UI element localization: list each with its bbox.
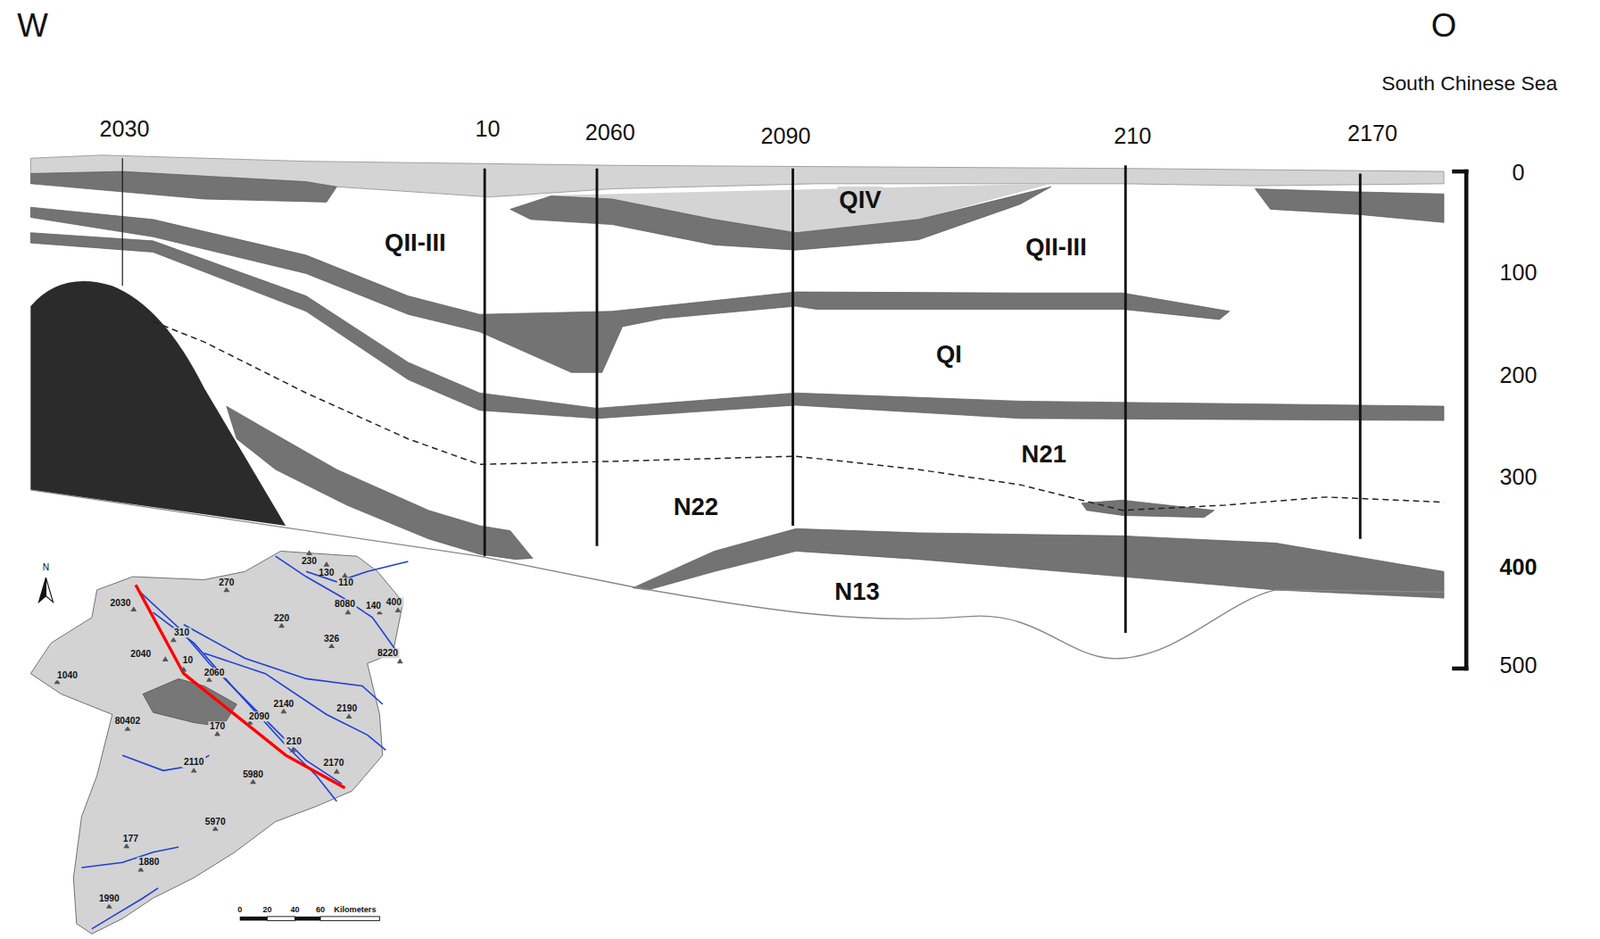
map-station: 270: [216, 577, 236, 588]
station-marker: [323, 561, 330, 567]
map-station: 5970: [203, 816, 228, 827]
north-arrow-outline: [45, 577, 53, 602]
station-marker: [162, 655, 169, 662]
depth-value: 300: [1500, 464, 1538, 490]
map-station: 2060: [202, 667, 227, 678]
direction-label: W: [16, 7, 49, 43]
layer-name: N21: [1019, 440, 1069, 468]
depth-scale: [1451, 169, 1468, 671]
map-station: 2040: [128, 648, 153, 659]
layer-name: QI: [934, 340, 964, 368]
well-number: 2090: [761, 124, 812, 150]
station-marker: [395, 606, 402, 613]
well-number: 2170: [1347, 121, 1398, 147]
map-station: 1880: [137, 857, 162, 868]
map-station: 2170: [321, 758, 346, 769]
scale-bar: [240, 916, 381, 921]
rivers: [81, 555, 408, 929]
well-number: 2060: [585, 120, 636, 146]
map-station: 2140: [271, 698, 296, 709]
map-station: 1990: [97, 894, 122, 904]
station-marker: [190, 767, 198, 773]
wells: [122, 157, 1360, 633]
map-station: 140: [364, 601, 383, 612]
section-line: [135, 584, 345, 788]
layer-name: N22: [671, 493, 721, 521]
well-number: 2030: [99, 116, 150, 142]
depth-value: 500: [1500, 653, 1538, 679]
map-station: 170: [207, 721, 227, 732]
layer-name: QII-III: [382, 229, 448, 257]
map-station: 2110: [182, 757, 206, 768]
scale-value: 60: [315, 904, 325, 914]
stations: [54, 549, 404, 908]
map-station: 10: [181, 654, 195, 665]
north-label: N: [42, 562, 50, 573]
depth-value: 0: [1512, 161, 1526, 187]
map-station: 400: [384, 596, 404, 607]
well-number: 10: [475, 116, 501, 142]
depth-value: 400: [1500, 555, 1538, 581]
map-station: 8080: [332, 598, 357, 609]
station-marker: [180, 666, 187, 672]
layer-name: QII-III: [1023, 233, 1089, 261]
map-station: 210: [284, 737, 304, 747]
scale-unit: Kilometers: [333, 904, 376, 914]
scale-value: 20: [263, 904, 273, 914]
basement: [30, 281, 286, 526]
map-station: 230: [301, 555, 317, 566]
map-station: 2090: [247, 711, 272, 722]
map-station: 5980: [240, 769, 266, 780]
map-station: 326: [322, 633, 341, 644]
inset-map: [30, 549, 408, 934]
map-station: 177: [121, 833, 141, 844]
study-area: [142, 678, 237, 727]
map-station: 2030: [107, 597, 133, 608]
dashed-boundary: [153, 321, 1445, 511]
map-station: 80402: [113, 716, 143, 727]
direction-label: O: [1431, 7, 1457, 43]
depth-value: 100: [1500, 261, 1538, 287]
scale-value: 0: [237, 904, 242, 914]
clay-bands: [30, 171, 1444, 598]
map-outline: [30, 550, 403, 934]
layer-name: N13: [832, 578, 881, 606]
station-marker: [346, 712, 353, 719]
map-station: 8220: [375, 647, 400, 658]
map-station: 310: [172, 627, 191, 638]
station-marker: [397, 658, 404, 664]
sea-label: South Chinese Sea: [1381, 72, 1558, 95]
station-marker: [290, 746, 297, 753]
map-station: 1040: [55, 670, 80, 680]
map-station: 220: [272, 613, 291, 623]
map-station: 130: [318, 567, 334, 578]
station-marker: [306, 549, 313, 556]
map-station: 110: [336, 577, 356, 588]
well-number: 210: [1113, 124, 1152, 150]
layer-name: QIV: [837, 186, 883, 214]
map-station: 2190: [334, 703, 359, 713]
depth-value: 200: [1500, 363, 1538, 389]
station-marker: [345, 609, 352, 615]
scale-value: 40: [290, 904, 299, 914]
station-marker: [333, 768, 340, 774]
north-arrow: [38, 577, 46, 602]
